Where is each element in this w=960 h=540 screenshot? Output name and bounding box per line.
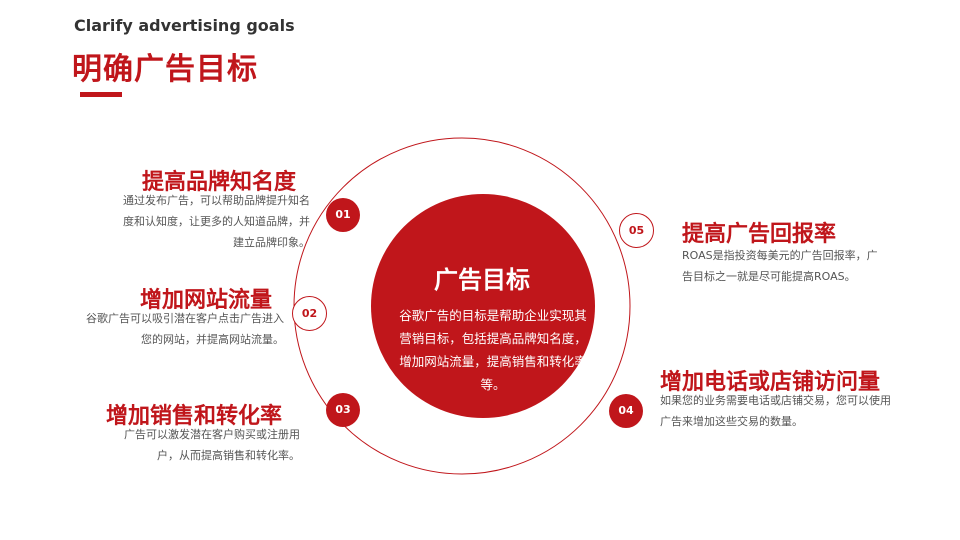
item-title-02: 增加网站流量 (140, 288, 273, 313)
item-title-04: 增加电话或店铺访问量 (660, 370, 881, 395)
item-title-01: 提高品牌知名度 (142, 170, 297, 195)
page-title: 明确广告目标 (72, 52, 258, 87)
badge-03: 03 (326, 393, 360, 427)
item-desc-05: ROAS是指投资每美元的广告回报率，广告目标之一就是尽可能提高ROAS。 (682, 249, 878, 283)
page-subtitle: Clarify advertising goals (74, 16, 295, 35)
item-desc-04: 如果您的业务需要电话或店铺交易，您可以使用广告来增加这些交易的数量。 (660, 394, 891, 428)
item-desc-02: 谷歌广告可以吸引潜在客户点击广告进入您的网站，并提高网站流量。 (86, 312, 284, 346)
item-desc-01: 通过发布广告，可以帮助品牌提升知名度和认知度，让更多的人知道品牌，并建立品牌印象… (123, 194, 310, 249)
badge-05: 05 (619, 213, 654, 248)
center-title: 广告目标 (434, 266, 530, 294)
badge-01: 01 (326, 198, 360, 232)
center-description: 谷歌广告的目标是帮助企业实现其营销目标，包括提高品牌知名度，增加网站流量，提高销… (399, 308, 587, 392)
badge-02: 02 (292, 296, 327, 331)
title-underline (80, 92, 122, 97)
badge-04: 04 (609, 394, 643, 428)
item-desc-03: 广告可以激发潜在客户购买或注册用户，从而提高销售和转化率。 (124, 428, 300, 462)
item-title-03: 增加销售和转化率 (106, 404, 283, 429)
center-circle (371, 194, 595, 418)
item-title-05: 提高广告回报率 (682, 222, 837, 247)
